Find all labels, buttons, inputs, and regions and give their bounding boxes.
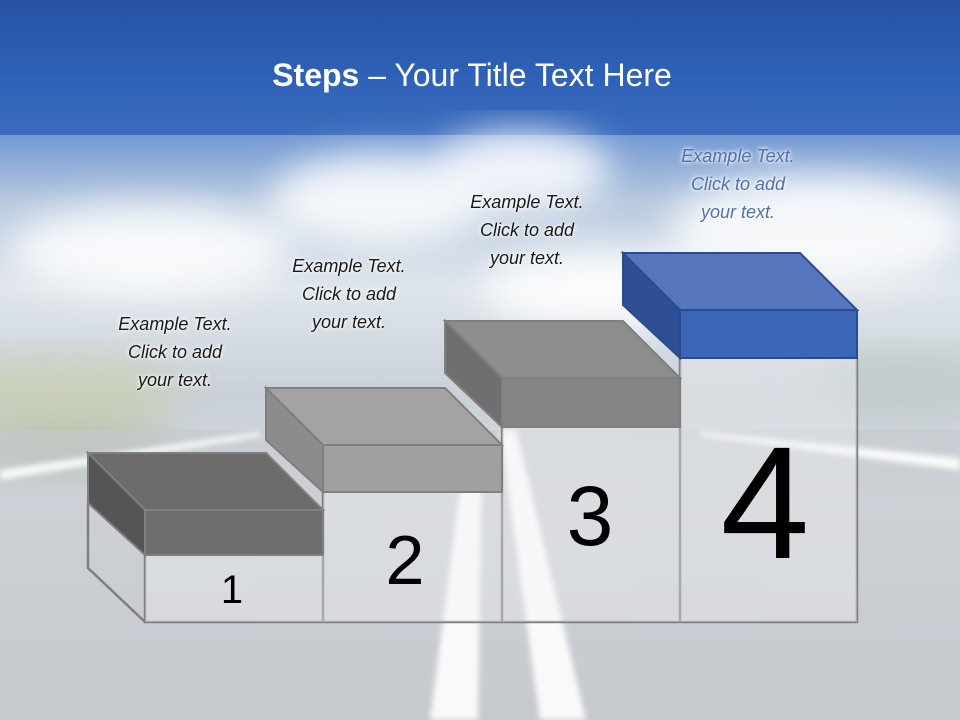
step-block-3[interactable] <box>442 318 683 430</box>
step-caption-2[interactable]: Example Text. Click to add your text. <box>254 252 444 336</box>
caption-line: your text. <box>137 370 213 390</box>
step-block-4[interactable] <box>620 250 860 361</box>
title-rest: – Your Title Text Here <box>359 57 672 93</box>
step-number-2: 2 <box>385 521 425 599</box>
header-band <box>0 0 960 135</box>
slide-title[interactable]: Steps – Your Title Text Here <box>0 55 944 95</box>
caption-line: Click to add <box>127 342 223 362</box>
step-caption-3[interactable]: Example Text. Click to add your text. <box>432 188 622 272</box>
step-number-1: 1 <box>220 568 244 612</box>
step-caption-1[interactable]: Example Text. Click to add your text. <box>80 310 270 394</box>
caption-line: your text. <box>489 248 565 268</box>
caption-line: your text. <box>700 202 776 222</box>
title-bold: Steps <box>272 57 360 93</box>
caption-line: Example Text. <box>292 256 406 276</box>
step-block-1[interactable] <box>85 450 326 558</box>
caption-line: Example Text. <box>118 314 232 334</box>
step-number-4: 4 <box>720 413 810 592</box>
caption-line: Click to add <box>301 284 397 304</box>
caption-line: Example Text. <box>470 192 584 212</box>
step-caption-4[interactable]: Example Text. Click to add your text. <box>643 142 833 226</box>
caption-line: Click to add <box>690 174 786 194</box>
step-block-2[interactable] <box>263 385 505 495</box>
stairs-outline-side <box>86 503 146 623</box>
caption-line: Click to add <box>479 220 575 240</box>
step-number-3: 3 <box>566 469 614 563</box>
caption-line: your text. <box>311 312 387 332</box>
caption-line: Example Text. <box>681 146 795 166</box>
